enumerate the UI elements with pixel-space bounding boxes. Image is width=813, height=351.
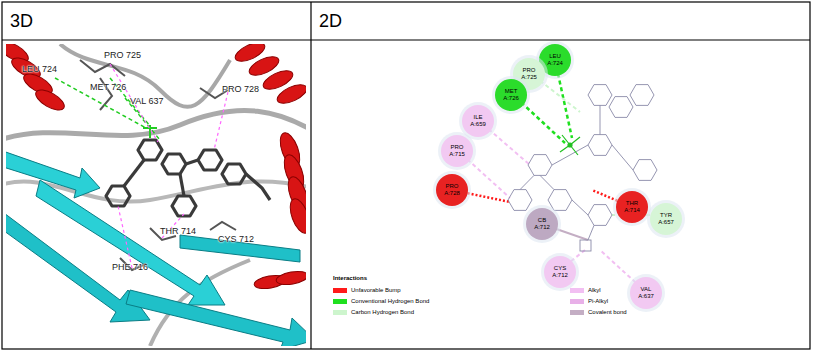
residue-label: LEU 724 [22,64,57,74]
panel-column: 3D [2,2,311,349]
interaction-lines [452,60,664,292]
node-text: PRO A:715 [445,144,469,157]
legend-swatch [333,310,347,315]
legend-swatch [570,299,584,304]
protein-ribbon [6,44,306,346]
residue-circle: PRO A:715 [441,135,473,167]
legend-row: Carbon Hydrogen Bond [333,309,414,315]
residue-label: PRO 728 [222,84,259,94]
node-text: VAL A:637 [634,286,658,299]
legend-text: Pi-Alkyl [588,298,608,304]
node-text: 2D [319,11,342,32]
residue-circle: TYR A:657 [650,203,682,235]
residue-label: PHE 716 [112,262,148,272]
node-text: CB A:712 [530,217,554,230]
residue-label: THR 714 [160,226,196,236]
node-text: TYR A:657 [654,212,678,225]
residue-circle: MET A:726 [495,79,527,111]
residue-label: MET 726 [90,82,126,92]
residue-circle: THR A:714 [616,191,648,223]
legend-swatch [333,299,347,304]
legend-swatch [570,288,584,293]
residue-circle: PRO A:728 [436,174,468,206]
legend-text: Unfavorable Bump [351,287,401,293]
residue-circle: CYS A:712 [544,256,576,288]
node-text: LEU A:724 [543,53,567,66]
residue-circle: VAL A:637 [630,277,662,309]
node-text: ILE A:659 [466,114,490,127]
legend-row: Covalent bond [570,309,627,315]
node-text: PRO A:725 [517,67,541,80]
legend-text: Covalent bond [588,309,627,315]
node-text: MET A:726 [499,88,523,101]
legend-row: Alkyl [570,287,601,293]
residue-label: PRO 725 [104,50,141,60]
residue-label: VAL 637 [130,96,164,106]
node-text: 3D [10,11,33,32]
legend-text: Alkyl [588,287,601,293]
legend-row: Conventional Hydrogen Bond [333,298,429,304]
residue-label: CYS 712 [218,234,254,244]
residue-circle: CB A:712 [526,208,558,240]
legend-text: Conventional Hydrogen Bond [351,298,429,304]
node-text: THR A:714 [620,200,644,213]
table-rule [310,2,311,349]
legend-swatch [570,310,584,315]
legend-row: Pi-Alkyl [570,298,608,304]
residue-circle: ILE A:659 [462,105,494,137]
panel-column: 2D LEU A:724PRO A:725MET A:726ILE A:659PR… [311,2,810,349]
table-rule [2,39,810,40]
legend-text: Carbon Hydrogen Bond [351,309,414,315]
ligand-structure [508,85,657,251]
sulfonyl-group [560,135,580,155]
legend-swatch [333,288,347,293]
legend-row: Unfavorable Bump [333,287,401,293]
node-text: PRO A:728 [440,183,464,196]
node-text: CYS A:712 [548,265,572,278]
legend-title: Interactions [333,275,367,281]
